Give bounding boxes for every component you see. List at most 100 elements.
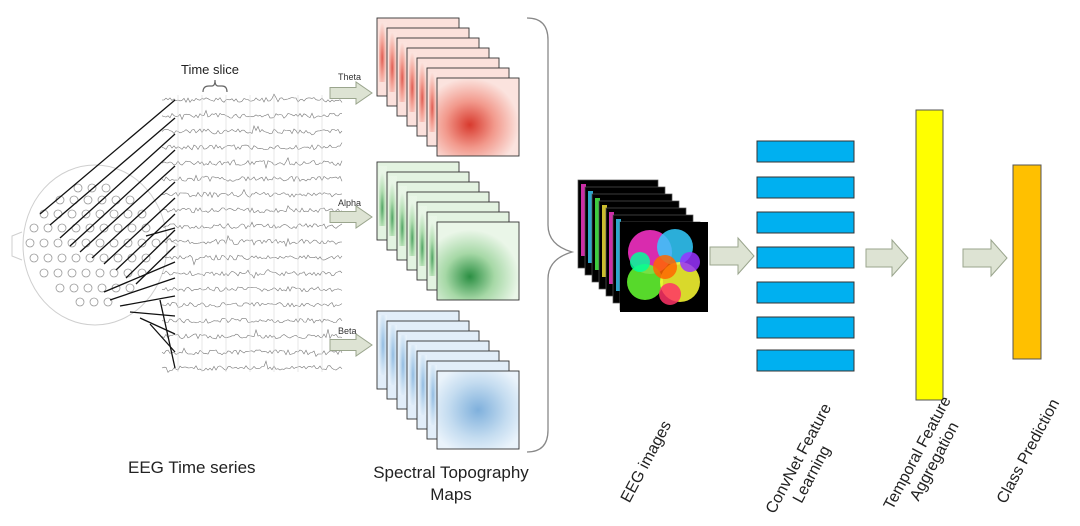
electrode bbox=[67, 209, 77, 219]
electrode bbox=[25, 238, 35, 248]
time-slice-brace bbox=[202, 79, 228, 93]
electrode bbox=[53, 209, 63, 219]
electrode bbox=[57, 253, 67, 263]
class-prediction-block bbox=[1012, 164, 1042, 360]
band-label-alpha: Alpha bbox=[338, 198, 362, 208]
connector-line bbox=[79, 165, 176, 253]
electrode bbox=[125, 195, 135, 205]
electrode bbox=[53, 268, 63, 278]
alpha-map-stack bbox=[376, 161, 520, 301]
arrow-to-convnet bbox=[709, 236, 755, 276]
eeg-traces bbox=[161, 93, 343, 373]
connector-line bbox=[139, 317, 176, 335]
electrode bbox=[71, 253, 81, 263]
electrode bbox=[43, 223, 53, 233]
connector-line bbox=[103, 261, 176, 293]
convnet-layer-block bbox=[756, 176, 855, 199]
connector-line bbox=[159, 299, 176, 369]
electrode bbox=[151, 238, 161, 248]
electrode bbox=[95, 238, 105, 248]
connector-line bbox=[39, 99, 176, 215]
spectral-map bbox=[436, 77, 520, 157]
connector-line bbox=[109, 277, 176, 301]
electrode bbox=[137, 209, 147, 219]
convnet-layer-block bbox=[756, 349, 855, 372]
electrode bbox=[99, 223, 109, 233]
connector-line bbox=[119, 295, 176, 307]
connector-line bbox=[115, 213, 176, 271]
electrode bbox=[83, 195, 93, 205]
electrode bbox=[95, 268, 105, 278]
electrode bbox=[67, 238, 77, 248]
arrow-theta bbox=[329, 81, 373, 105]
arrow-alpha bbox=[329, 205, 373, 229]
eeg-trace bbox=[161, 317, 343, 324]
electrode-connector-lines bbox=[39, 99, 176, 369]
eeg-trace bbox=[161, 156, 343, 170]
electrode bbox=[111, 195, 121, 205]
temporal-feature-block bbox=[915, 109, 944, 401]
electrode bbox=[125, 283, 135, 293]
electrode bbox=[97, 283, 107, 293]
arrow-to-class bbox=[962, 238, 1008, 278]
connector-line bbox=[103, 197, 176, 265]
electrode bbox=[113, 223, 123, 233]
connector-line bbox=[49, 117, 176, 226]
electrode bbox=[137, 238, 147, 248]
eeg-image-stack bbox=[577, 179, 708, 312]
electrode bbox=[53, 238, 63, 248]
electrode bbox=[43, 253, 53, 263]
electrode bbox=[85, 253, 95, 263]
band-label-theta: Theta bbox=[338, 72, 362, 82]
eeg-trace bbox=[161, 221, 343, 230]
electrode bbox=[73, 183, 83, 193]
eeg-trace bbox=[161, 188, 343, 199]
connector-line bbox=[59, 133, 176, 239]
connector-line bbox=[91, 181, 176, 259]
beta-map-stack bbox=[376, 310, 520, 450]
electrode bbox=[29, 223, 39, 233]
eeg-trace bbox=[161, 235, 343, 248]
time-slice-label: Time slice bbox=[181, 62, 240, 77]
band-arrows bbox=[329, 81, 373, 357]
arrow-to-temporal bbox=[865, 238, 909, 278]
connector-line bbox=[129, 311, 176, 317]
eeg-trace bbox=[161, 109, 342, 121]
electrode bbox=[109, 209, 119, 219]
electrode bbox=[109, 238, 119, 248]
electrode bbox=[39, 268, 49, 278]
eeg-trace bbox=[161, 269, 343, 279]
convnet-layer-block bbox=[756, 211, 855, 234]
electrode bbox=[57, 223, 67, 233]
electrode bbox=[127, 223, 137, 233]
connector-line bbox=[145, 227, 176, 237]
eeg-trace bbox=[161, 285, 343, 293]
eeg-trace bbox=[161, 347, 343, 357]
electrode bbox=[39, 238, 49, 248]
spectral-map bbox=[436, 221, 520, 301]
electrode bbox=[67, 268, 77, 278]
electrode bbox=[89, 297, 99, 307]
eeg-trace bbox=[161, 302, 343, 308]
electrode bbox=[99, 253, 109, 263]
electrode bbox=[81, 268, 91, 278]
eeg-trace bbox=[161, 205, 343, 214]
electrode bbox=[69, 283, 79, 293]
electrode bbox=[101, 183, 111, 193]
connector-line bbox=[69, 149, 176, 247]
head-electrode-map bbox=[11, 164, 179, 326]
electrode bbox=[75, 297, 85, 307]
eeg-trace bbox=[161, 328, 343, 340]
spectral-map-stacks bbox=[376, 17, 520, 450]
electrode bbox=[113, 253, 123, 263]
eeg-trace bbox=[161, 142, 343, 151]
convnet-layer-block bbox=[756, 281, 855, 304]
electrode bbox=[109, 268, 119, 278]
eeg-trace bbox=[162, 93, 343, 103]
convnet-layer-block bbox=[756, 316, 855, 339]
electrode bbox=[123, 238, 133, 248]
connector-line bbox=[125, 229, 176, 279]
eeg-trace bbox=[161, 254, 343, 266]
